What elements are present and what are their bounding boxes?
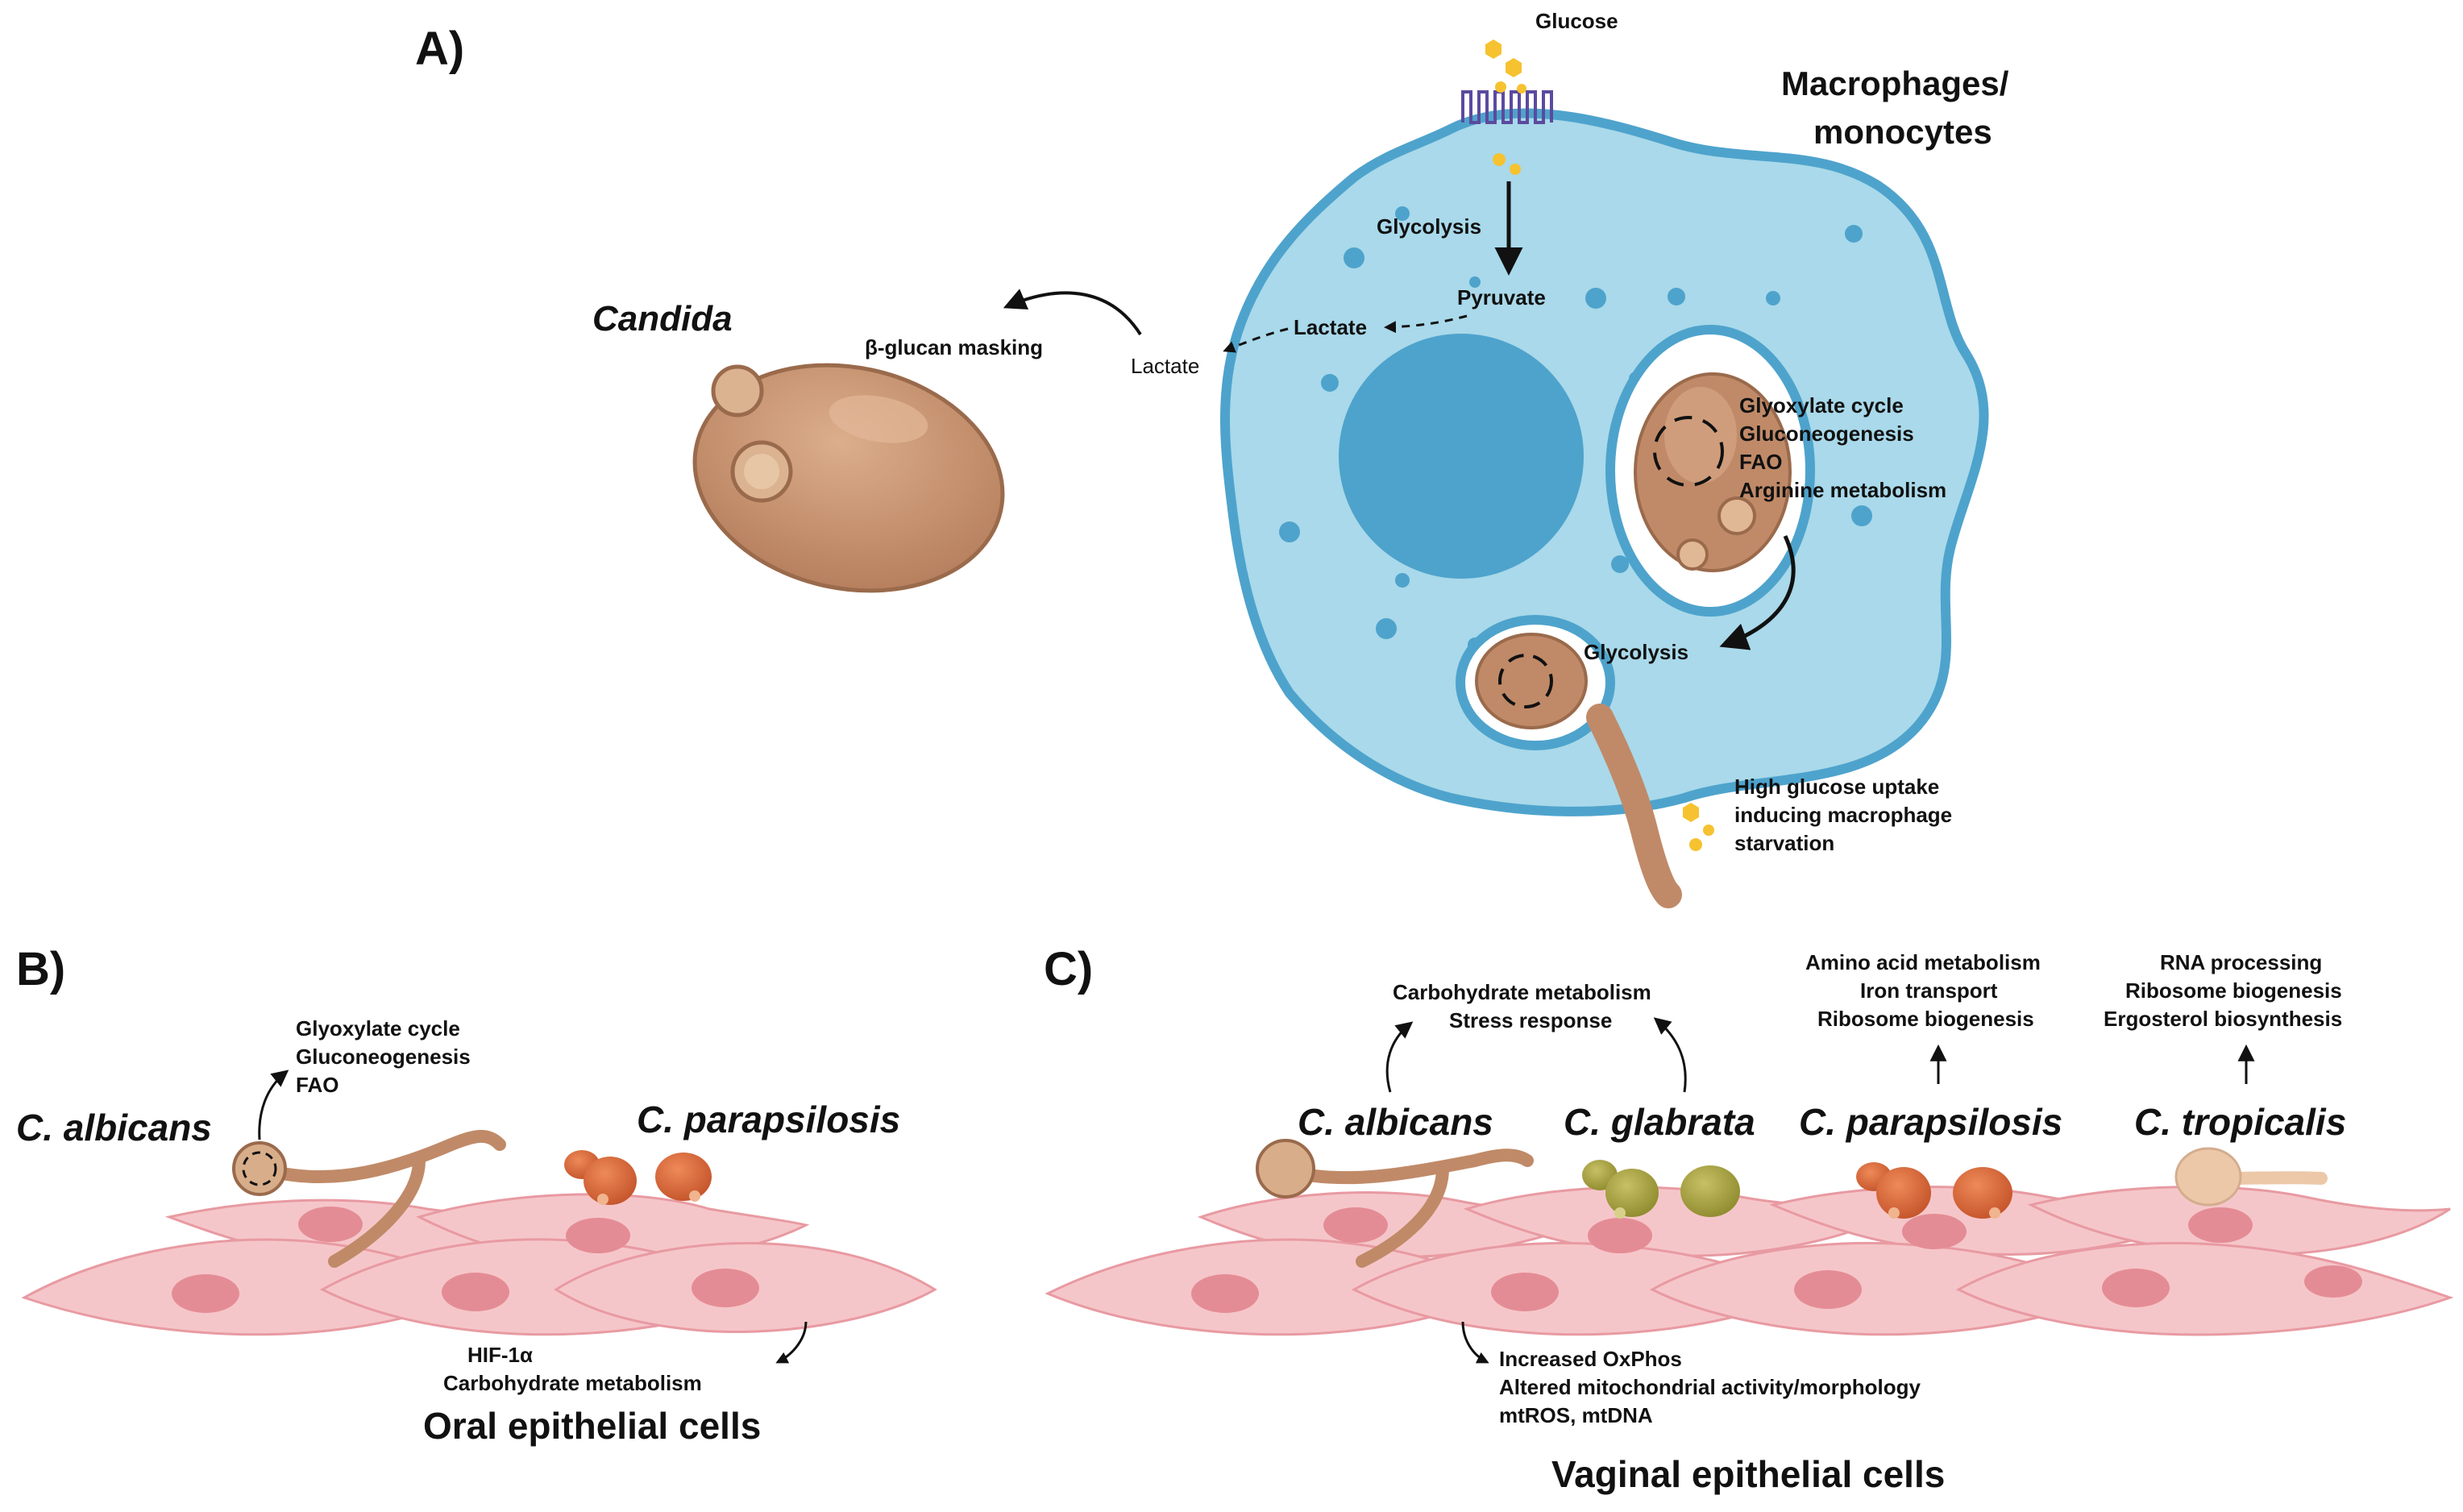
c-parapsilosis xyxy=(1856,1162,2012,1219)
c-host-arrow xyxy=(1461,1321,1489,1364)
c-species-albicans: C. albicans xyxy=(1298,1101,1493,1143)
c-host-pathway-1: Increased OxPhos xyxy=(1499,1347,1682,1371)
lactate-to-candida-arrow xyxy=(1003,289,1142,336)
vaginal-epithelial-nuclei xyxy=(1191,1207,2362,1313)
c-trop-pathway-3: Ergosterol biosynthesis xyxy=(2104,1007,2342,1031)
vaginal-epithelium xyxy=(1045,1186,2454,1336)
c-host-pathway-3: mtROS, mtDNA xyxy=(1499,1403,1653,1427)
panel-c-label: C) xyxy=(1044,943,1093,995)
b-species-albicans: C. albicans xyxy=(16,1107,212,1149)
b-albicans-arrow xyxy=(258,1070,289,1140)
panel-a-label: A) xyxy=(415,23,464,75)
oral-epithelial-nuclei xyxy=(172,1207,759,1313)
c-albicans xyxy=(1256,1139,1534,1268)
pyruvate-label: Pyruvate xyxy=(1457,285,1546,309)
lactate-inner-label: Lactate xyxy=(1294,315,1367,339)
phagosome xyxy=(1605,325,1815,617)
b-cells-title: Oral epithelial cells xyxy=(423,1405,761,1447)
macrophage-title-line2: monocytes xyxy=(1813,113,1992,151)
c-para-pathway-3: Ribosome biogenesis xyxy=(1817,1007,2034,1031)
hyphal-phagosome xyxy=(1456,615,1682,908)
phago-pathway-4: Arginine metabolism xyxy=(1739,478,1946,502)
b-albicans-pathway-3: FAO xyxy=(296,1073,339,1097)
b-parapsilosis xyxy=(564,1150,712,1205)
c-trop-pathway-1: RNA processing xyxy=(2160,950,2322,974)
c-trop-pathway-2: Ribosome biogenesis xyxy=(2125,978,2342,1003)
glucose-label: Glucose xyxy=(1535,9,1618,33)
c-species-glabrata: C. glabrata xyxy=(1564,1101,1755,1143)
candida-yeast xyxy=(692,363,1005,593)
macrophage-title-line1: Macrophages/ xyxy=(1781,64,2009,102)
glucose-near-hypha xyxy=(1683,803,1714,851)
phago-pathway-1: Glyoxylate cycle xyxy=(1739,393,1904,417)
b-albicans xyxy=(232,1129,506,1268)
c-tropicalis xyxy=(2174,1147,2328,1207)
glycolysis-label: Glycolysis xyxy=(1377,214,1481,239)
lactate-outer-label: Lactate xyxy=(1131,354,1199,378)
b-species-parapsilosis: C. parapsilosis xyxy=(637,1099,900,1140)
macrophage-nucleus xyxy=(1339,334,1584,579)
c-ag-pathway-2: Stress response xyxy=(1449,1008,1612,1032)
b-host-pathway-2: Carbohydrate metabolism xyxy=(443,1371,702,1395)
starvation-line1: High glucose uptake xyxy=(1734,775,1939,799)
c-para-pathway-2: Iron transport xyxy=(1860,978,1998,1003)
oral-epithelium xyxy=(21,1193,937,1336)
candida-label: Candida xyxy=(592,299,733,339)
lactate-export-arrow xyxy=(1223,327,1289,353)
phago-pathway-3: FAO xyxy=(1739,450,1782,474)
beta-glucan-label: β-glucan masking xyxy=(865,335,1043,359)
c-albicans-arrow xyxy=(1385,1021,1414,1093)
macrophage-cell xyxy=(1220,108,1989,816)
panel-b-label: B) xyxy=(16,943,65,995)
glucose-molecules xyxy=(1485,39,1526,175)
hyphal-glycolysis-label: Glycolysis xyxy=(1584,640,1688,664)
pyruvate-to-lactate-arrow xyxy=(1384,314,1468,334)
glucose-transporter xyxy=(1461,90,1553,124)
c-host-pathway-2: Altered mitochondrial activity/morpholog… xyxy=(1499,1375,1921,1399)
phago-pathway-2: Gluconeogenesis xyxy=(1739,422,1914,446)
c-species-tropicalis: C. tropicalis xyxy=(2134,1101,2346,1143)
c-cells-title: Vaginal epithelial cells xyxy=(1551,1453,1945,1495)
c-para-pathway-1: Amino acid metabolism xyxy=(1805,950,2041,974)
b-host-pathway-1: HIF-1α xyxy=(467,1343,533,1367)
c-glabrata xyxy=(1582,1160,1740,1219)
b-albicans-pathway-2: Gluconeogenesis xyxy=(296,1045,471,1069)
b-host-arrow xyxy=(775,1321,808,1364)
switch-to-glycolysis-arrow xyxy=(1719,534,1796,650)
c-glabrata-arrow xyxy=(1653,1017,1687,1093)
starvation-line3: starvation xyxy=(1734,831,1834,855)
starvation-line2: inducing macrophage xyxy=(1734,803,1952,827)
c-ag-pathway-1: Carbohydrate metabolism xyxy=(1393,980,1651,1004)
c-species-parapsilosis: C. parapsilosis xyxy=(1799,1101,2062,1143)
b-albicans-pathway-1: Glyoxylate cycle xyxy=(296,1016,460,1041)
